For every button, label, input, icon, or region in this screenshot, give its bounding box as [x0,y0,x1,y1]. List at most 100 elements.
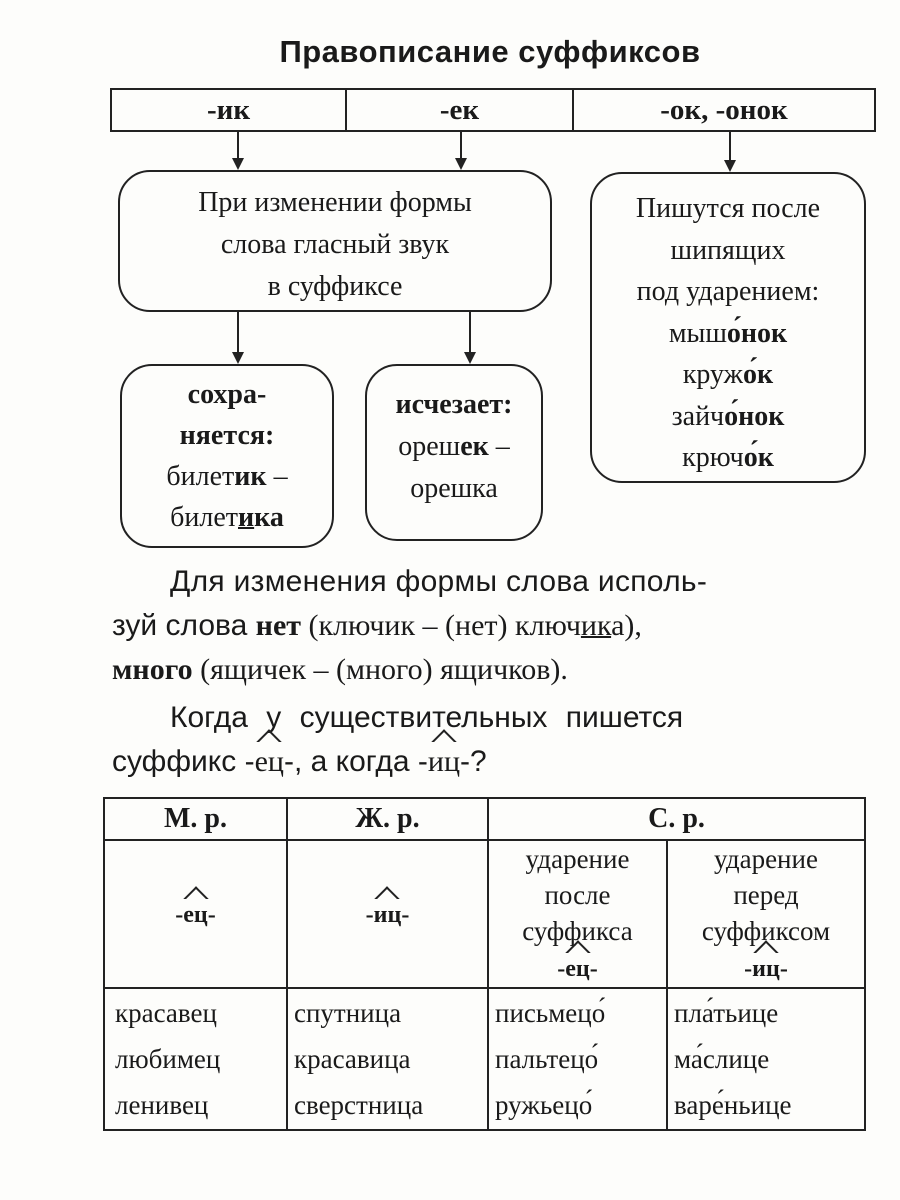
example-word: мышо́нок [592,313,864,355]
suffix-arc-icon [374,885,400,899]
cell-neuter-after: ударение после суффикса -ец- [487,839,668,989]
suffix-table: М. р. Ж. р. С. р. -ец- -иц- ударение пос… [103,797,866,1131]
suffix-text: -иц- [365,902,410,928]
box-text: Пишутся после [635,193,821,224]
suffix-arc-icon [183,885,209,899]
arrow-line [469,312,471,354]
box-text: шипящих [670,234,786,266]
text: (ключик – (нет) ключ [301,609,581,642]
paragraph-form-change: Для изменения формы слова исполь- зуй сл… [112,560,872,692]
suffix-arc-icon [565,939,591,953]
box-form-change: При изменении формы слова гласный звук в… [118,170,552,312]
stem: зайч [671,400,725,432]
word: письмецо́ [495,998,606,1028]
arrow-down-icon [232,158,244,170]
example-word: орешек – [367,426,541,468]
box-text: в суффиксе [267,271,403,302]
suffix-text: -ец- [175,902,216,928]
box-heading: исчезает: [395,389,513,420]
arrow-line [237,312,239,354]
text: суффикс - [112,745,255,778]
suffix-ik: -ик [206,93,251,126]
page-title: Правописание суффиксов [279,34,701,69]
suffix-ok-onok: -ок, -онок [572,90,874,130]
suffix-text: -иц- [744,956,788,982]
text-line: Для изменения формы слова исполь- [170,565,708,598]
arrow-line [237,132,239,160]
word: ленивец [115,1090,209,1120]
words-masculine: красавец любимец ленивец [103,987,288,1131]
word: красавец [115,998,217,1028]
word: ружьецо́ [495,1090,593,1120]
arrow-down-icon [464,352,476,364]
box-text: слова гласный звук [220,229,450,260]
suffix-arc-icon [753,939,779,953]
box-after-sibilants: Пишутся после шипящих под ударением: мыш… [590,172,866,483]
suffix-arc-icon [256,728,282,742]
suffix-header-bar: -ик -ек -ок, -онок [110,88,876,132]
example-word: кружо́к [592,354,864,396]
text: ударение [714,844,818,874]
suffix-ek: -ек [345,90,572,130]
underlined-vowel: и [238,502,255,533]
text: -, а когда - [283,745,428,778]
suffix-text: ец [254,745,284,778]
stem: крюч [682,442,744,473]
stem: билет [166,461,235,492]
dash: – [488,431,510,462]
text-line: Когда у существительных пишется [170,701,684,734]
word: сверстница [294,1090,424,1120]
box-heading: сохра- [187,379,267,410]
suffix-arc-icon [431,728,457,742]
example-word: крючо́к [592,437,864,479]
arrow-down-icon [724,160,736,172]
suffix-ic: иц [428,740,460,784]
suffix: ка [254,502,284,533]
suffix-text: -ец- [557,956,598,982]
stem: билет [170,502,238,533]
suffix: о́к [743,442,774,473]
suffix: ик [234,461,267,492]
text: ударение [525,844,630,874]
header-neuter: С. р. [487,797,866,841]
cell-masculine-suffix: -ец- [103,839,288,989]
suffix: о́нок [724,400,785,432]
word: любимец [115,1044,221,1074]
suffix: о́к [743,359,774,390]
text: после [544,880,611,910]
text-line: зуй слова нет (ключик – (нет) ключика), [112,604,872,648]
word: ма́слице [674,1044,770,1074]
suffix-ec: ец [255,740,284,784]
arrow-line [729,132,731,162]
word: спутница [294,998,402,1028]
suffix: о́нок [726,317,788,349]
box-text: При изменении формы [198,187,472,218]
suffix: ек [460,431,489,462]
text: (ящичек – (много) ящичков). [192,653,568,686]
stem: ореш [398,431,461,462]
word: пла́тьице [674,998,779,1028]
cell-feminine-suffix: -иц- [286,839,489,989]
suffix-text: иц [427,745,460,778]
box-vowel-kept: сохра- няется: билетик – билетика [120,364,334,548]
dash: – [266,461,288,492]
text: зуй слова [112,609,256,642]
box-heading: няется: [179,420,275,451]
stem: круж [682,359,744,390]
text-line: много (ящичек – (много) ящичков). [112,648,872,692]
keyword-mnogo: много [112,653,193,686]
underlined-suffix: ик [580,609,612,642]
box-text: под ударением: [636,276,820,307]
arrow-line [460,132,462,160]
box-vowel-disappears: исчезает: орешек – орешка [365,364,543,541]
example-word: билетик – [122,456,332,497]
word: пальтецо́ [495,1044,599,1074]
arrow-down-icon [232,352,244,364]
words-neuter-ec: письмецо́ пальтецо́ ружьецо́ [487,987,668,1131]
text: -? [460,745,487,778]
stem: мыш [668,317,727,349]
arrow-down-icon [455,158,467,170]
